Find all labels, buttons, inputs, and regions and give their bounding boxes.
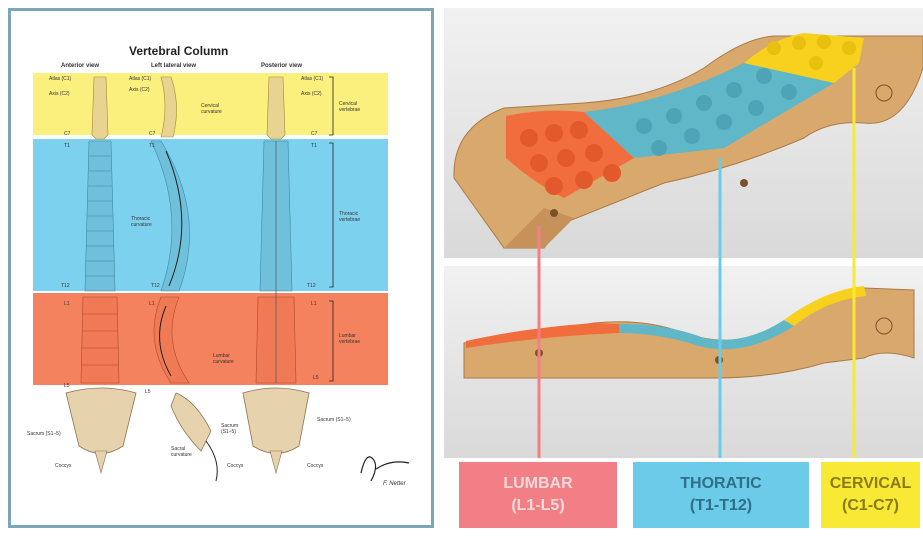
label-l5-posterior: L5 xyxy=(313,375,319,381)
netter-signature xyxy=(360,456,410,482)
posterior-view-title: Posterior view xyxy=(261,63,303,69)
label-l1-posterior: L1 xyxy=(311,301,317,307)
label-thoracic-curvature: Thoracic curvature xyxy=(131,216,152,228)
label-t12-posterior: T12 xyxy=(307,283,316,289)
legend-thoracic-range: (T1-T12) xyxy=(689,497,753,514)
label-t1-anterior: T1 xyxy=(64,143,70,149)
label-t1-lateral: T1 xyxy=(149,143,155,149)
label-lumbar-curvature: Lumbar curvature xyxy=(213,353,234,365)
legend-cervical: CERVICAL (C1-C7) xyxy=(821,462,920,528)
legend-lumbar: LUMBAR (L1-L5) xyxy=(459,462,617,528)
region-brackets xyxy=(329,76,334,382)
label-axis-lateral: Axis (C2) xyxy=(129,87,150,93)
stretcher-bottom-cervical xyxy=(784,286,866,326)
vertebral-column-diagram: Vertebral Column Anterior view Left late… xyxy=(8,8,434,528)
anterior-spine xyxy=(65,76,137,475)
label-c7-posterior: C7 xyxy=(311,131,318,137)
stretcher-bottom-lumbar xyxy=(466,323,619,348)
label-cervical-curvature: Cervical curvature xyxy=(201,103,222,115)
label-coccyx-anterior: Coccyx xyxy=(55,463,72,469)
signature-text: F. Netter xyxy=(383,481,406,487)
legend-cervical-name: CERVICAL xyxy=(829,475,912,492)
label-sacrum-lateral: Sacrum (S1–5) xyxy=(221,423,239,435)
label-axis-anterior: Axis (C2) xyxy=(49,91,70,97)
legend-thoracic-name: THORATIC xyxy=(680,475,762,492)
label-l5-anterior: L5 xyxy=(64,383,70,389)
label-sacrum-anterior: Sacrum (S1–5) xyxy=(27,431,61,437)
label-sacral-curvature: Sacral curvature xyxy=(171,446,192,458)
label-t12-anterior: T12 xyxy=(61,283,70,289)
label-coccyx-posterior: Coccyx xyxy=(307,463,324,469)
stretcher-bottom xyxy=(463,286,915,379)
label-l1-anterior: L1 xyxy=(64,301,70,307)
label-t1-posterior: T1 xyxy=(311,143,317,149)
spine-stretcher-photos xyxy=(444,8,923,462)
anterior-view-title: Anterior view xyxy=(61,63,100,69)
stretcher-illustration xyxy=(444,8,923,462)
label-atlas-lateral: Atlas (C1) xyxy=(129,76,152,82)
label-axis-posterior: Axis (C2) xyxy=(301,91,322,97)
posterior-spine xyxy=(242,76,310,475)
label-coccyx-lateral: Coccyx xyxy=(227,463,244,469)
legend-thoracic: THORATIC (T1-T12) xyxy=(633,462,809,528)
lateral-spine xyxy=(150,76,218,482)
label-l5-lateral: L5 xyxy=(145,389,151,395)
stretcher-top-thoracic xyxy=(584,63,834,158)
label-c7-lateral: C7 xyxy=(149,131,156,137)
diagram-title: Vertebral Column xyxy=(129,44,229,58)
label-cervical-vertebrae: Cervical vertebrae xyxy=(339,101,361,113)
spine-illustrations xyxy=(65,76,410,482)
lateral-view-title: Left lateral view xyxy=(151,63,197,69)
label-thoracic-vertebrae: Thoracic vertebrae xyxy=(339,211,361,223)
legend-cervical-range: (C1-C7) xyxy=(842,497,899,514)
label-l1-lateral: L1 xyxy=(149,301,155,307)
stretcher-bottom-thoracic xyxy=(619,320,794,350)
label-lumbar-vertebrae: Lumbar vertebrae xyxy=(339,333,361,345)
legend-lumbar-range: (L1-L5) xyxy=(511,497,565,514)
label-sacrum-posterior: Sacrum (S1–5) xyxy=(317,417,351,423)
label-t12-lateral: T12 xyxy=(151,283,160,289)
label-atlas-anterior: Atlas (C1) xyxy=(49,76,72,82)
label-c7-anterior: C7 xyxy=(64,131,71,137)
stretcher-top xyxy=(453,33,923,249)
legend-lumbar-name: LUMBAR xyxy=(503,475,573,492)
label-atlas-posterior: Atlas (C1) xyxy=(301,76,324,82)
